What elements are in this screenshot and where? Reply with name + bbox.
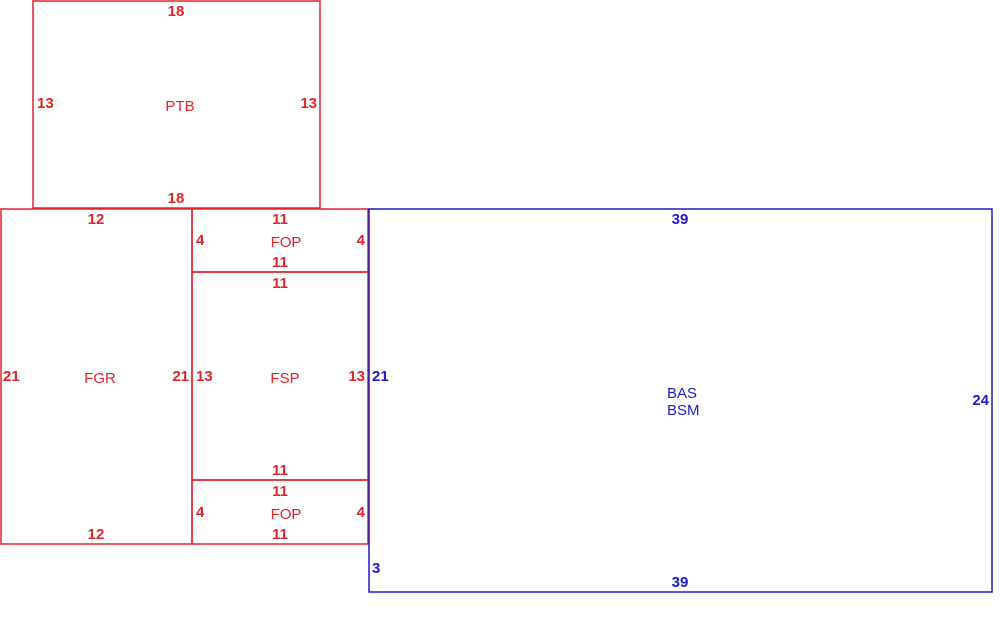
area-bas-label: BAS [667,385,697,402]
area-fop-lower-outline [191,479,369,545]
area-fgr-bottom-dimension: 12 [88,526,105,543]
area-bas-bottom-dimension: 39 [672,574,689,591]
area-ptb-right-dimension: 13 [300,95,317,112]
area-ptb-bottom-dimension: 18 [168,190,185,207]
area-fgr-right-dimension: 21 [172,368,189,385]
area-fsp-label: FSP [270,370,299,387]
area-bas-top-dimension: 39 [672,211,689,228]
area-fsp-left-dimension: 13 [196,368,213,385]
area-fop-lower-right-dimension: 4 [357,504,366,521]
area-ptb-outline [32,0,321,209]
area-fsp-top-dimension: 11 [272,275,288,292]
area-ptb: PTB 18 18 13 13 [32,0,321,209]
area-fop-lower-top-dimension: 11 [272,483,288,500]
area-fgr-top-dimension: 12 [88,211,105,228]
area-fop-upper-bottom-dimension: 11 [272,254,288,271]
area-fsp: FSP 11 11 13 13 [191,271,369,481]
area-fop-lower-label: FOP [271,506,302,523]
area-fop-upper: FOP 11 11 4 4 [191,208,369,273]
area-fgr-label: FGR [84,370,116,387]
area-bas-left-lower-dimension: 3 [372,560,380,577]
area-bas: BAS BSM 39 39 21 3 24 [368,208,993,593]
area-fop-lower: FOP 11 11 4 4 [191,479,369,545]
area-fsp-right-dimension: 13 [348,368,365,385]
area-bas-left-dimension: 21 [372,368,389,385]
area-fop-upper-label: FOP [271,234,302,251]
area-ptb-left-dimension: 13 [37,95,54,112]
area-fop-upper-top-dimension: 11 [272,211,288,228]
area-fsp-bottom-dimension: 11 [272,462,288,479]
area-fop-upper-left-dimension: 4 [196,232,205,249]
area-fop-lower-left-dimension: 4 [196,504,205,521]
area-fop-lower-bottom-dimension: 11 [272,526,288,543]
area-fgr: FGR 12 12 21 21 [0,208,193,545]
area-fgr-left-dimension: 21 [3,368,20,385]
area-ptb-top-dimension: 18 [168,3,185,20]
area-fop-upper-right-dimension: 4 [357,232,366,249]
area-bsm-label: BSM [667,402,700,419]
area-ptb-label: PTB [165,98,194,115]
area-bas-right-dimension: 24 [972,392,989,409]
area-bas-outline [368,208,993,593]
